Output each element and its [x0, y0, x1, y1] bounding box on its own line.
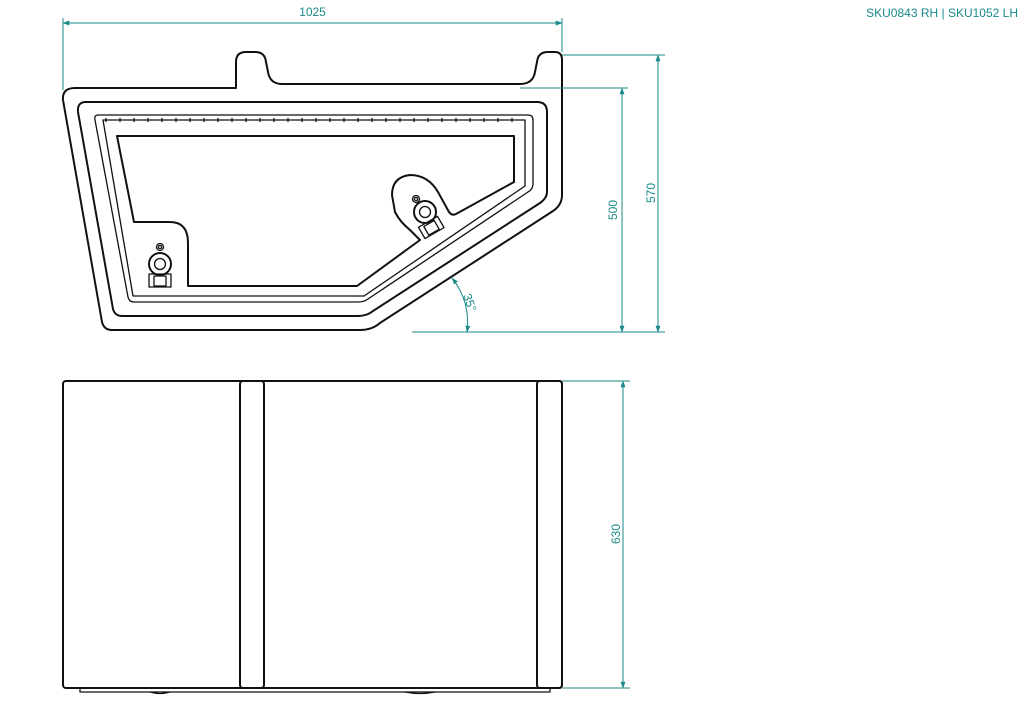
plan-view — [61, 51, 563, 331]
sku-label: SKU0843 RH | SKU1052 LH — [866, 6, 1018, 20]
basin-lip — [102, 119, 526, 297]
waste-fitting-right — [411, 194, 445, 240]
dim-angle-label: 35° — [460, 292, 479, 314]
bath-panel-rib-left — [239, 380, 265, 689]
bath-feet — [149, 691, 436, 695]
bath-inner-rim — [76, 101, 548, 317]
dim-height: 630 — [562, 380, 630, 689]
elevation-view — [62, 380, 563, 695]
dim-depth-500: 500 — [520, 87, 628, 333]
basin-floor — [116, 135, 515, 287]
bath-outer-rim — [61, 51, 563, 331]
dim-width-label: 1025 — [299, 5, 326, 19]
dim-depth-570: 570 — [412, 54, 665, 333]
bath-panel-rib-right — [536, 380, 563, 689]
waste-fitting-left — [148, 242, 172, 288]
bath-plinth — [79, 688, 551, 693]
dim-width: 1025 — [62, 5, 563, 90]
dim-depth-500-label: 500 — [606, 200, 620, 220]
dim-depth-570-label: 570 — [644, 183, 658, 203]
bath-front-panel — [62, 380, 563, 689]
dim-angle: 35° — [451, 277, 480, 333]
dim-height-label: 630 — [609, 524, 623, 544]
basin-lip-ticks — [105, 118, 513, 122]
basin-edge — [94, 114, 534, 303]
